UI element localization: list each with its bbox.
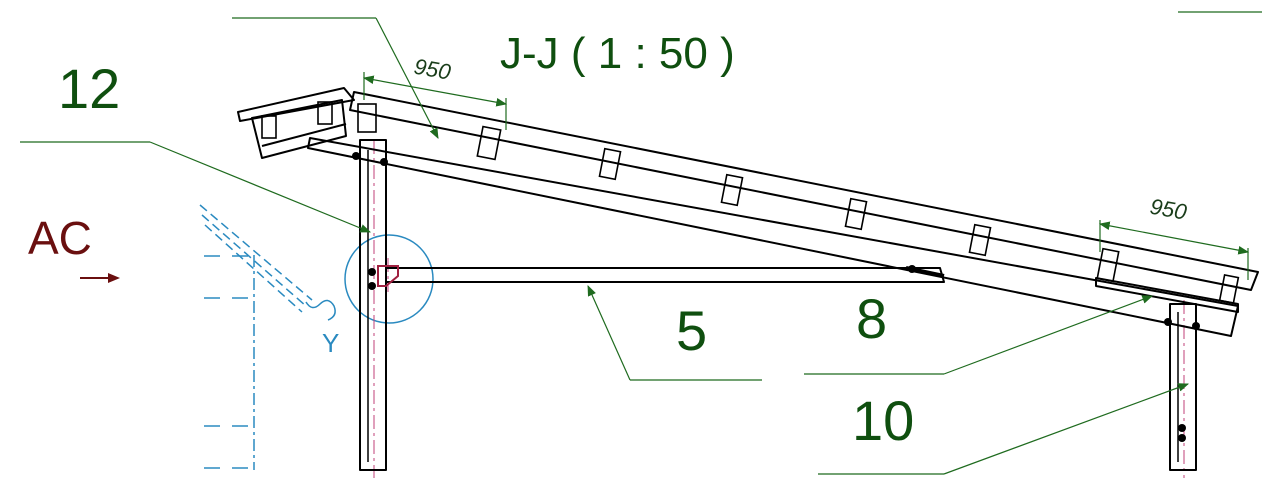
callout-10: 10 bbox=[852, 389, 914, 452]
roof-structure bbox=[237, 87, 1259, 471]
section-title: J-J ( 1 : 50 ) bbox=[500, 29, 735, 78]
roof-blocks bbox=[261, 101, 1240, 305]
callout-8: 8 bbox=[856, 287, 887, 350]
dimension-lines bbox=[362, 72, 1250, 280]
detail-outline-left bbox=[199, 204, 434, 470]
brace-bracket bbox=[377, 265, 399, 287]
center-lines bbox=[373, 140, 1185, 478]
dimension-right: 950 bbox=[1148, 194, 1189, 225]
callout-5: 5 bbox=[676, 299, 707, 362]
callout-12: 12 bbox=[58, 57, 120, 120]
dimension-top-left: 950 bbox=[412, 54, 453, 85]
view-arrow bbox=[80, 273, 120, 283]
bolts bbox=[352, 152, 1200, 442]
view-marker-label: AC bbox=[28, 212, 92, 264]
detail-label: Y bbox=[322, 328, 339, 358]
leader-lines bbox=[20, 11, 1262, 475]
detail-circle bbox=[344, 234, 434, 324]
